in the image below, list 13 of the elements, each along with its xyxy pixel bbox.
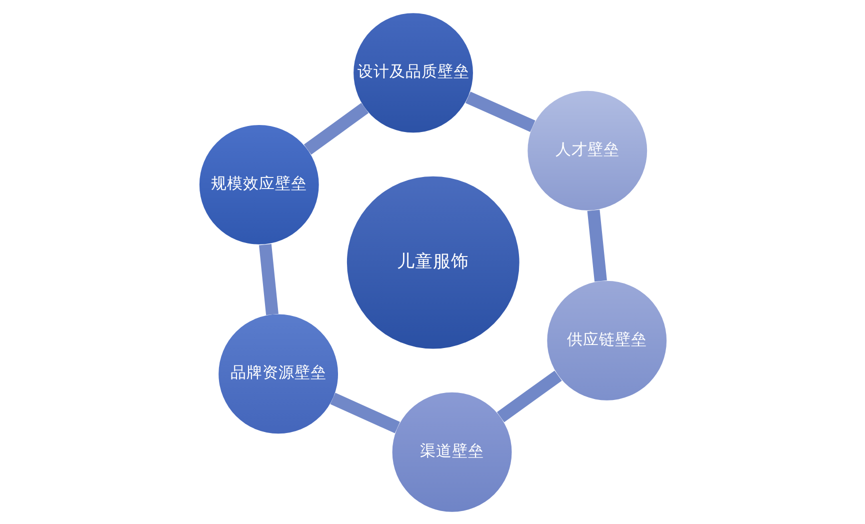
- connector: [303, 102, 368, 154]
- node-circle: 设计及品质壁垒: [353, 12, 472, 132]
- node-circle: 规模效应壁垒: [198, 124, 318, 244]
- connector: [586, 209, 606, 282]
- connector: [330, 392, 400, 433]
- node-circle: 供应链壁垒: [546, 280, 666, 400]
- node-circle: 品牌资源壁垒: [218, 314, 338, 434]
- connector: [496, 370, 562, 422]
- connector: [464, 91, 535, 132]
- connector: [258, 243, 278, 315]
- node-circle: 人才壁垒: [527, 90, 647, 210]
- node-circle: 儿童服饰: [346, 176, 519, 348]
- node-circle: 渠道壁垒: [392, 392, 512, 512]
